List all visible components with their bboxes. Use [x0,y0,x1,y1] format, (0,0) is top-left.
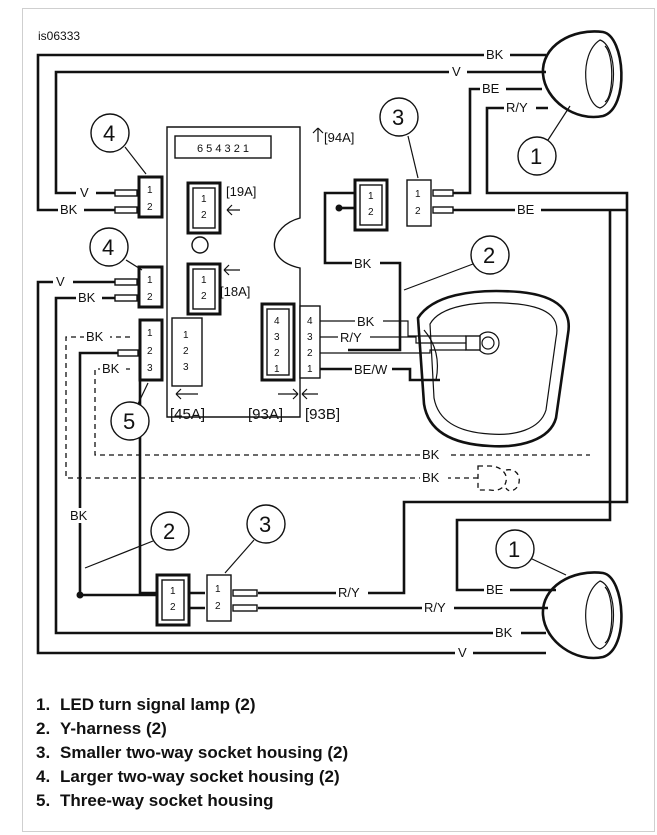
diagram-label: 3 [307,332,313,343]
diagram-label: BK [78,290,96,305]
diagram-label: Y-harness (2) [60,719,167,738]
wiring-diagram: is06333 [36,29,629,660]
connector-19a-label: [19A] [226,184,256,199]
legend-item: 5. Three-way socket housing [36,789,348,813]
callout-4-upper: 4 [103,121,115,146]
diagram-label: 4 [307,316,313,327]
diagram-label: BK [102,361,120,376]
wire-label-be-top: BE [482,81,500,96]
diagram-label: BE [517,202,535,217]
figure-id: is06333 [38,29,80,43]
diagram-label: 1 [215,584,221,595]
callout-5: 5 [123,409,135,434]
connector-94a-label: [94A] [324,130,354,145]
figure-frame [22,8,655,832]
diagram-label: BK [60,202,78,217]
diagram-label: 2 [415,206,421,217]
diagram-label: 2 [170,602,176,613]
diagram-label: 1 [274,364,280,375]
diagram-label: V [458,645,467,660]
diagram-label: 2. [36,719,51,738]
diagram-label: R/Y [424,600,446,615]
diagram-label: Larger two-way socket housing (2) [60,767,340,786]
diagram-label: 3 [274,332,280,343]
upper-turn-signal-lamp [541,30,623,119]
diagram-label: 1 [415,189,421,200]
diagram-label: 3 [147,363,153,374]
diagram-label: 2 [274,348,280,359]
lower-turn-signal-lamp [541,571,623,660]
diagram-label: 1 [368,191,374,202]
callout-1-upper: 1 [530,144,542,169]
diagram-label: 1 [201,275,207,286]
diagram-label: 2 [183,346,189,357]
diagram-label: BE [486,582,504,597]
connector-93b-label: [93B] [305,406,340,423]
callout-2-lower: 2 [163,519,175,544]
legend-item: 2. Y-harness (2) [36,717,348,741]
diagram-label: 4 [274,316,280,327]
wire-label-v-top: V [452,64,461,79]
callout-4-lower: 4 [102,235,114,260]
connector-18a-label: [18A] [220,284,250,299]
connector-93a-label: [93A] [248,406,283,423]
diagram-label: R/Y [338,585,360,600]
diagram-label: BK [422,447,440,462]
diagram-label: 2 [368,207,374,218]
diagram-label: 1 [201,194,207,205]
diagram-label: 5. [36,791,51,810]
tail-lamp-housing [416,289,571,448]
diagram-label: 2 [147,346,153,357]
diagram-label: 1 [147,185,153,196]
callout-3-lower: 3 [259,512,271,537]
diagram-label: BK [86,329,104,344]
wire-label-ry-top: R/Y [506,100,528,115]
diagram-label: LED turn signal lamp (2) [60,695,256,714]
diagram-label: 2 [307,348,313,359]
diagram-label: 3. [36,743,51,762]
diagram-label: 2 [201,210,207,221]
callout-3-upper: 3 [392,105,404,130]
diagram-label: BK [70,508,88,523]
diagram-label: Smaller two-way socket housing (2) [60,743,349,762]
diagram-label: 1. [36,695,51,714]
diagram-label: BE/W [354,362,388,377]
diagram-label: BK [495,625,513,640]
diagram-label: Three-way socket housing [60,791,274,810]
diagram-label: BK [357,314,375,329]
diagram-label: 2 [201,291,207,302]
wire-label-bk-top: BK [486,47,504,62]
diagram-label: 3 [183,362,189,373]
diagram-label: 1 [183,330,189,341]
diagram-label: 2 [147,202,153,213]
callout-2-upper: 2 [483,243,495,268]
diagram-label: V [56,274,65,289]
diagram-label: BK [354,256,372,271]
diagram-label: 1 [147,275,153,286]
diagram-label: 4. [36,767,51,786]
diagram-label: 1 [307,364,313,375]
callout-1-lower: 1 [508,537,520,562]
legend-item: 4. Larger two-way socket housing (2) [36,765,348,789]
diagram-label: BK [422,470,440,485]
diagram-label: 1 [147,328,153,339]
fuse-numbers: 6 5 4 3 2 1 [197,143,249,155]
diagram-label: 2 [215,601,221,612]
connector-45a-label: [45A] [170,406,205,423]
legend-item: 1. LED turn signal lamp (2) [36,693,348,717]
legend-item: 3. Smaller two-way socket housing (2) [36,741,348,765]
diagram-label: V [80,185,89,200]
diagram-label: R/Y [340,330,362,345]
legend-list: 1. LED turn signal lamp (2) 2. Y-harness (… [36,693,348,813]
diagram-label: 1 [170,586,176,597]
diagram-label: 2 [147,292,153,303]
